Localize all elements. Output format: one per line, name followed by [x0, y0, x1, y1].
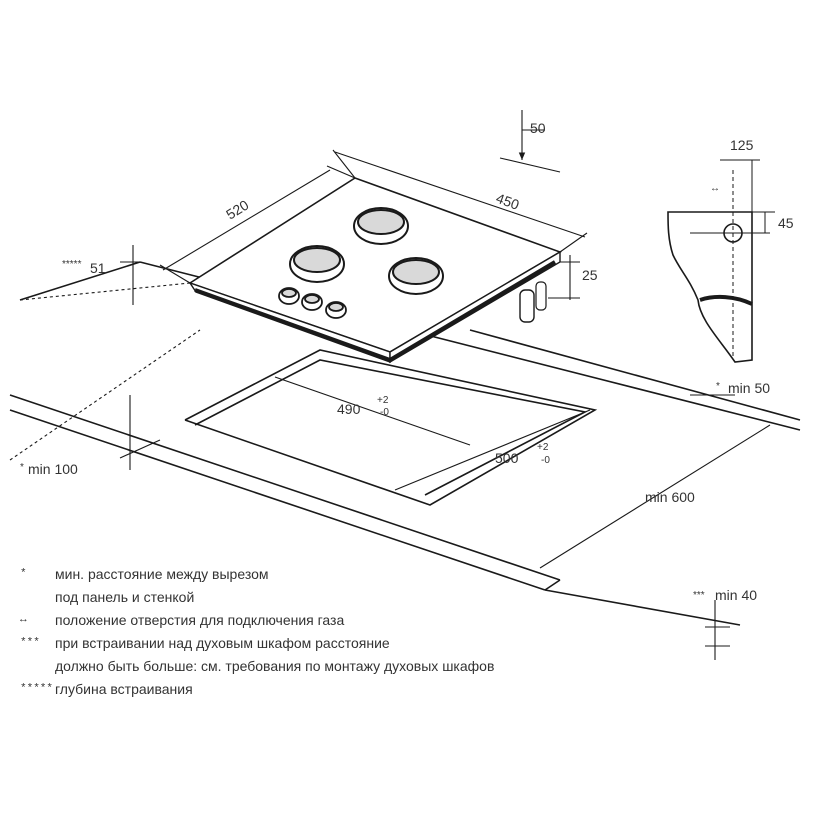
dim-min50: min 50	[728, 380, 770, 396]
dimension-lines	[9, 110, 771, 660]
legend-mark: *	[20, 568, 27, 580]
marker-arrows-125: ↔	[710, 183, 720, 194]
legend-text: глубина встраивания	[55, 681, 193, 697]
burner-rear	[353, 207, 409, 245]
dim-450: 450	[494, 190, 522, 213]
control-knobs	[278, 287, 347, 319]
dim-51: 51	[90, 260, 106, 276]
tol-depth-minus: -0	[541, 455, 550, 466]
cutout-opening	[184, 349, 598, 506]
burner-right	[388, 257, 444, 295]
side-detail	[667, 159, 775, 363]
legend-item: *** при встраивании над духовым шкафом р…	[20, 632, 720, 655]
legend-item: ↔ положение отверстия для подключения га…	[20, 609, 720, 632]
dim-min100: min 100	[28, 461, 78, 477]
burners	[289, 207, 444, 295]
legend-item: ***** глубина встраивания	[20, 678, 720, 701]
dim-25: 25	[582, 267, 598, 283]
tol-width-minus: -0	[380, 407, 389, 418]
burner-left	[289, 245, 345, 283]
gas-connector	[519, 289, 535, 323]
marker-star-min100: *	[20, 462, 24, 473]
legend-item: под панель и стенкой	[20, 586, 720, 609]
dim-min40: min 40	[715, 587, 757, 603]
dim-45: 45	[778, 215, 794, 231]
legend-mark: ***	[20, 637, 40, 649]
legend-text: мин. расстояние между вырезом	[55, 566, 269, 582]
dim-min600: min 600	[645, 489, 695, 505]
tol-width-plus: +2	[377, 395, 389, 406]
hob	[188, 177, 562, 364]
legend-item: должно быть больше: см. требования по мо…	[20, 655, 720, 678]
legend: * мин. расстояние между вырезом под пане…	[20, 563, 720, 701]
dim-cutout-depth: 500	[495, 450, 519, 466]
marker-star-min50: *	[716, 381, 720, 392]
dim-cutout-width: 490	[337, 401, 361, 417]
legend-text: при встраивании над духовым шкафом расст…	[55, 635, 390, 651]
marker-dashes-min40: ***	[693, 590, 705, 601]
dim-50: 50	[530, 120, 546, 136]
marker-dashes-51: *****	[62, 259, 82, 270]
tol-depth-plus: +2	[537, 442, 549, 453]
legend-mark: ↔	[20, 614, 27, 626]
legend-text: положение отверстия для подключения газа	[55, 612, 345, 628]
dim-125: 125	[730, 137, 754, 153]
legend-item: * мин. расстояние между вырезом	[20, 563, 720, 586]
legend-mark: *****	[20, 683, 54, 695]
dim-520: 520	[223, 196, 251, 222]
legend-text: под панель и стенкой	[55, 589, 195, 605]
legend-text: должно быть больше: см. требования по мо…	[55, 658, 495, 674]
